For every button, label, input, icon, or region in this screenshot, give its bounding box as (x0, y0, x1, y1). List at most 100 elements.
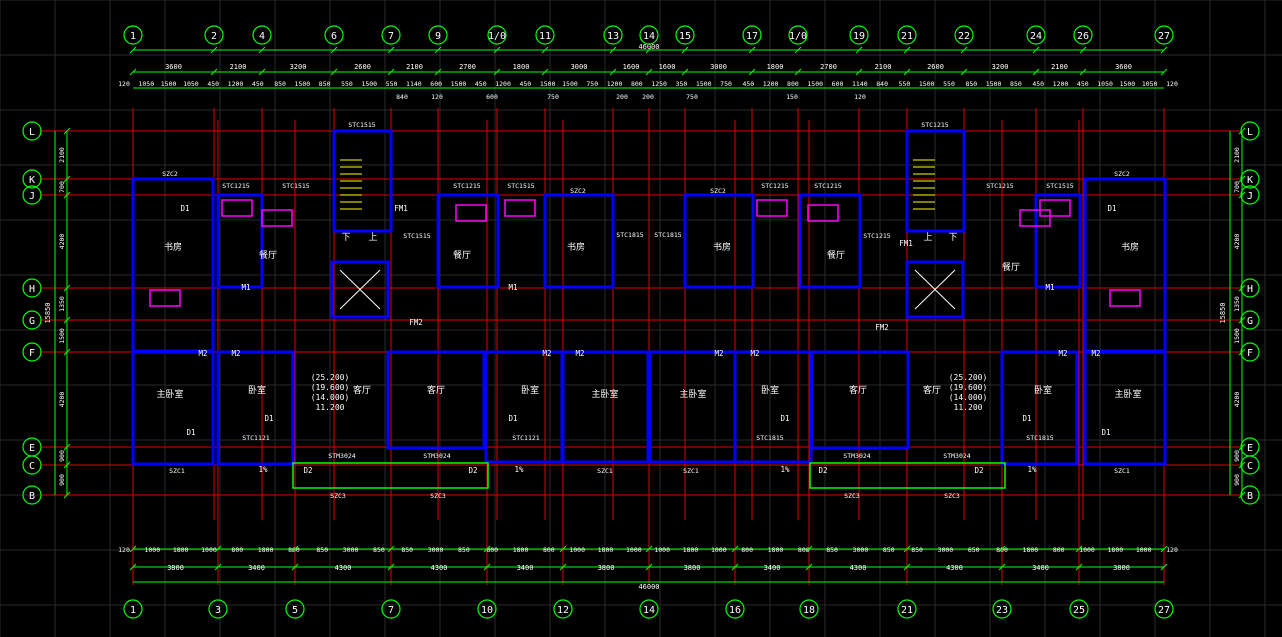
left-axis-bubble-label: H (29, 284, 35, 295)
wall-master-2 (561, 350, 650, 464)
wall-bath-left (216, 193, 264, 289)
door-label: D1 (1022, 414, 1031, 423)
top-axis-bubble-label: 1/0 (488, 31, 506, 42)
dim-tick (63, 443, 71, 451)
dim-label-left: 2100 (58, 147, 66, 163)
dim-label-bottom-row1: 1000 (569, 546, 585, 554)
room-living: 客厅 (923, 384, 941, 396)
room-living: 客厅 (353, 384, 371, 396)
dim-label-right: 700 (1233, 181, 1241, 193)
dim-label-left: 1500 (58, 328, 66, 344)
bottom-axis-bubble-circle (799, 599, 819, 619)
room-study: 书房 (164, 241, 182, 253)
right-axis-bubble-label: C (1247, 461, 1253, 472)
stair-up: 上 (923, 232, 932, 243)
room-bedroom: 卧室 (761, 384, 779, 396)
dim-label-bottom-row1: 850 (458, 546, 470, 554)
bottom-axis-bubble-label: 12 (557, 605, 569, 616)
left-axis-bubble-circle (22, 455, 42, 475)
dim-label-bottom-row1: 850 (373, 546, 385, 554)
dim-tick (1032, 46, 1040, 54)
dim-tick (330, 68, 338, 76)
bath-fixture (1039, 199, 1071, 217)
dim-label-bottom-row2: 4300 (335, 564, 352, 572)
sliding-door-label: SZC3 (330, 492, 346, 500)
dim-label-top-row2: 1050 (1097, 80, 1113, 88)
elevation-note: (25.200) (311, 373, 350, 382)
dim-label-top-row2: 450 (475, 80, 487, 88)
window-label: STC1815 (756, 434, 783, 442)
left-axis-bubble-label: G (29, 316, 35, 327)
dim-label-top-row1: 2700 (459, 63, 476, 71)
dim-tick (129, 545, 137, 553)
top-axis-bubble-label: 4 (259, 31, 265, 42)
dim-label-top-row1: 1800 (767, 63, 784, 71)
dim-label-top-row2: 1500 (540, 80, 556, 88)
bottom-axis-bubble-label: 16 (729, 605, 741, 616)
bottom-axis-bubble-circle (1069, 599, 1089, 619)
door-label: M1 (508, 283, 517, 292)
dim-tick (1160, 545, 1168, 553)
dim-label-bottom-row1: 850 (316, 546, 328, 554)
dim-label-top-row2: 850 (274, 80, 286, 88)
window-label: STC1515 (507, 182, 534, 190)
dim-tick (855, 68, 863, 76)
dim-tick (960, 46, 968, 54)
top-axis-bubble-circle (897, 25, 917, 45)
window-label: STC1215 (986, 182, 1013, 190)
dim-label-left: 4200 (58, 392, 66, 408)
dim-label-bottom-row1: 3000 (343, 546, 359, 554)
dim-tick (330, 46, 338, 54)
bottom-axis-bubble-circle (208, 599, 228, 619)
dim-label-top-row2: 1500 (986, 80, 1002, 88)
bottom-axis-bubble-circle (639, 599, 659, 619)
right-axis-bubble-label: J (1247, 191, 1253, 202)
dim-tick (1238, 443, 1246, 451)
dim-label-top-row2: 1500 (1120, 80, 1136, 88)
top-axis-bubble-circle (204, 25, 224, 45)
dim-tick (258, 46, 266, 54)
dim-label-bottom-row1: 1800 (768, 546, 784, 554)
right-axis-bubble-circle (1240, 185, 1260, 205)
dim-label-top-row2: 350 (676, 80, 688, 88)
right-axis-bubble-label: G (1247, 316, 1253, 327)
door-label: M2 (1091, 349, 1100, 358)
window-label: STC1215 (863, 232, 890, 240)
window-label: STC1215 (814, 182, 841, 190)
door-label: M2 (750, 349, 759, 358)
top-axis-bubble-label: 26 (1077, 31, 1089, 42)
bottom-axis-bubble-label: 7 (388, 605, 394, 616)
dim-label-top-row2: 1200 (228, 80, 244, 88)
top-axis-bubble-circle (675, 25, 695, 45)
top-axis-bubble-circle (849, 25, 869, 45)
door-label: M2 (198, 349, 207, 358)
dim-tick (681, 68, 689, 76)
door-label: D2 (818, 466, 827, 475)
wall-study-3 (683, 193, 755, 289)
dim-label-top-row2: 1050 (1142, 80, 1158, 88)
dim-label-top-row2: 550 (899, 80, 911, 88)
dim-label-right: 900 (1233, 450, 1241, 462)
top-axis-bubble-circle (381, 25, 401, 45)
wall-living-right (810, 350, 910, 450)
dim-tick (681, 46, 689, 54)
left-axis-bubble-circle (22, 310, 42, 330)
dim-tick (645, 545, 653, 553)
top-axis-bubble-label: 1 (130, 31, 136, 42)
dim-label-top-row3: 600 (486, 93, 498, 101)
bottom-axis-bubble-label: 23 (996, 605, 1008, 616)
room-master: 主卧室 (156, 388, 183, 400)
top-axis-bubble-label: 13 (607, 31, 619, 42)
bath-fixture (455, 204, 487, 222)
bottom-axis-bubble-label: 27 (1158, 605, 1170, 616)
right-axis-bubble-label: E (1247, 443, 1253, 454)
bottom-axis-bubble-circle (123, 599, 143, 619)
walls (131, 129, 1167, 489)
left-axis-bubble-circle (22, 185, 42, 205)
slope-note: 1% (514, 465, 524, 474)
door-label: D1 (1101, 428, 1110, 437)
dim-label-bottom-row2: 3400 (1032, 564, 1049, 572)
bottom-axis-bubble-circle (381, 599, 401, 619)
dim-label-top-row2: 1500 (451, 80, 467, 88)
dim-label-top-row2: 550 (386, 80, 398, 88)
